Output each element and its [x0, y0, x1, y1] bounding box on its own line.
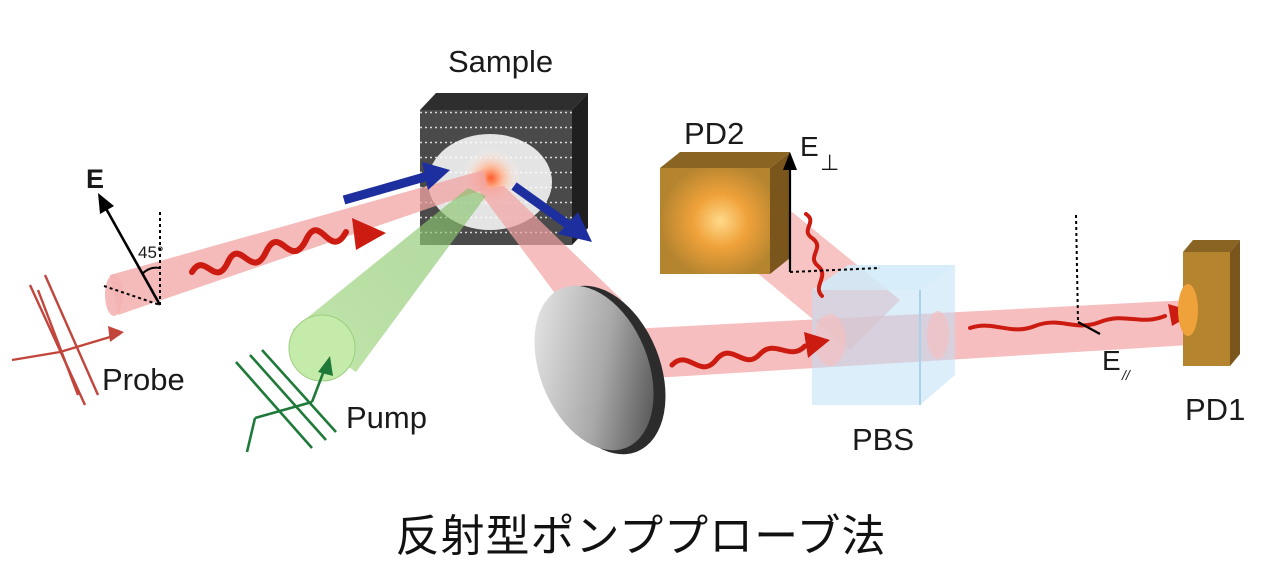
probe-pulse-icon — [11, 274, 124, 406]
pd2-label: PD2 — [684, 116, 744, 151]
incident-arrow — [342, 162, 450, 205]
e-perp-axis — [783, 152, 881, 273]
pd1-label: PD1 — [1185, 392, 1245, 427]
pump-beam — [288, 188, 486, 382]
e-para-axis — [1075, 214, 1101, 335]
pump-pulse-icon — [235, 349, 337, 453]
probe-beam-reflected — [478, 186, 622, 300]
pbs-label: PBS — [852, 422, 914, 457]
caption: 反射型ポンププローブ法 — [395, 511, 887, 562]
pump-label: Pump — [346, 400, 427, 435]
e-perp-label: E — [800, 131, 819, 162]
probe-beam-in — [110, 170, 488, 315]
e-para-subscript: // — [1121, 367, 1132, 383]
e-field-label: E — [86, 164, 104, 194]
pump-probe-diagram: Sample Probe Pump PD2 PD1 PBS E 45° E ⊥ … — [11, 44, 1245, 457]
probe-polarization-axes — [98, 193, 162, 306]
probe-wave-packet — [189, 218, 386, 276]
pd2-detector — [660, 152, 790, 274]
pbs-cube — [812, 265, 955, 405]
e-perp-subscript: ⊥ — [820, 150, 839, 175]
angle-label: 45° — [138, 243, 164, 262]
sample-label: Sample — [448, 44, 553, 79]
pd1-detector — [1178, 240, 1240, 366]
probe-label: Probe — [102, 362, 185, 397]
reflected-arrow — [511, 182, 592, 242]
e-para-label: E — [1102, 345, 1121, 376]
reflected-wave-packet — [669, 332, 830, 370]
mirror — [534, 285, 666, 455]
